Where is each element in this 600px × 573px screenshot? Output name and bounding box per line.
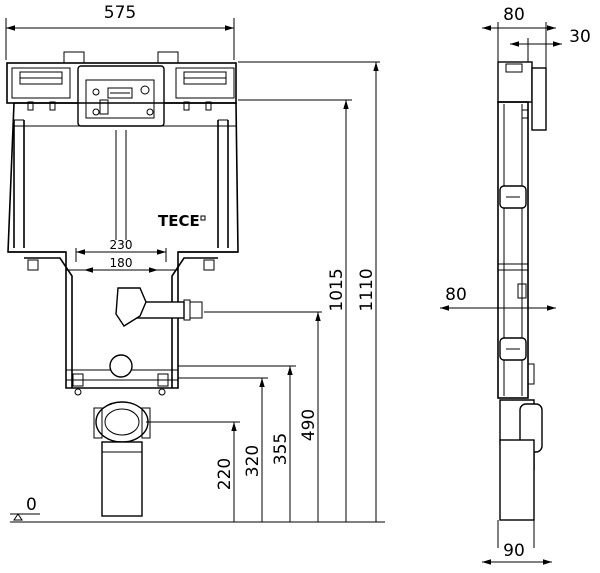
dim-355-label: 355 — [271, 433, 291, 465]
depth-80-top-label: 80 — [503, 5, 525, 25]
opening-180-label: 180 — [110, 256, 133, 270]
front-view: 575 TECE — [5, 3, 239, 517]
depth-90-label: 90 — [503, 541, 525, 561]
height-dimensions: 0 1110 1015 490 355 320 220 — [10, 61, 385, 523]
side-frame-top — [497, 61, 533, 103]
side-view: 80 30 80 90 — [440, 5, 591, 565]
side-outlet-pipe — [499, 439, 535, 521]
dim-490-label: 490 — [299, 409, 319, 441]
depth-30-label: 30 — [569, 27, 591, 47]
dim-1015-label: 1015 — [327, 268, 347, 311]
drain-connector — [109, 354, 133, 378]
zero-label: 0 — [26, 495, 37, 515]
outlet-pipe — [101, 441, 143, 517]
brand-logo: TECE — [158, 212, 200, 230]
depth-80-mid-label: 80 — [445, 285, 467, 305]
opening-230-label: 230 — [110, 238, 133, 252]
width-575-label: 575 — [104, 3, 136, 23]
side-frame-body — [497, 101, 529, 399]
dim-1110-label: 1110 — [357, 268, 377, 311]
flush-valve-block — [77, 65, 165, 127]
dim-220-label: 220 — [215, 458, 235, 490]
dim-320-label: 320 — [243, 445, 263, 477]
outlet-bend — [95, 401, 149, 443]
